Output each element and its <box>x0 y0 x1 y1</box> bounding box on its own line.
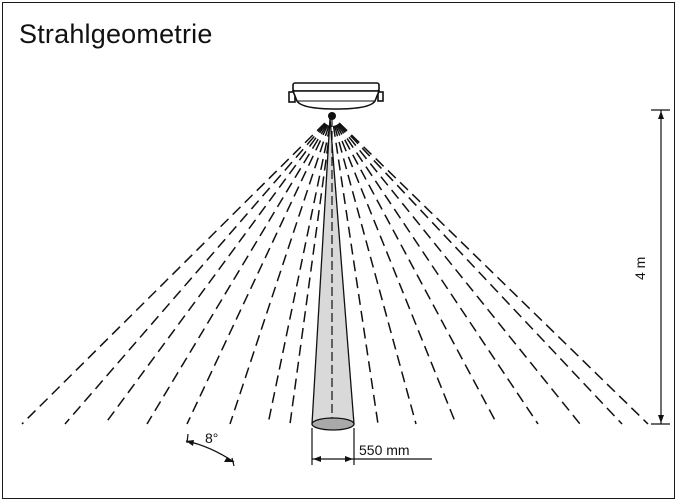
radar-sensor-icon <box>288 82 384 110</box>
height-dimension <box>651 109 670 425</box>
beam-line <box>146 124 328 425</box>
beam-line <box>338 122 649 425</box>
beam-lines <box>21 122 649 425</box>
beam-line <box>336 124 498 425</box>
beam-line <box>338 122 623 425</box>
diagram-title: Strahlgeometrie <box>19 19 213 49</box>
beam-line <box>333 125 417 425</box>
angle-dimension <box>185 433 235 467</box>
beam-line <box>104 123 327 425</box>
beam-line <box>335 125 457 425</box>
beam-line <box>64 123 326 425</box>
beam-line <box>186 124 329 425</box>
height-label: 4 m <box>632 257 648 280</box>
angle-label: 8° <box>205 430 218 446</box>
beam-line <box>336 123 539 425</box>
beam-line <box>21 122 326 425</box>
beam-cone <box>311 117 355 431</box>
beam-line <box>229 125 330 425</box>
diameter-dimension <box>311 428 432 465</box>
emission-point <box>328 112 336 120</box>
beam-footprint <box>311 417 355 431</box>
diameter-label: 550 mm <box>359 442 410 458</box>
beam-line <box>337 123 581 425</box>
